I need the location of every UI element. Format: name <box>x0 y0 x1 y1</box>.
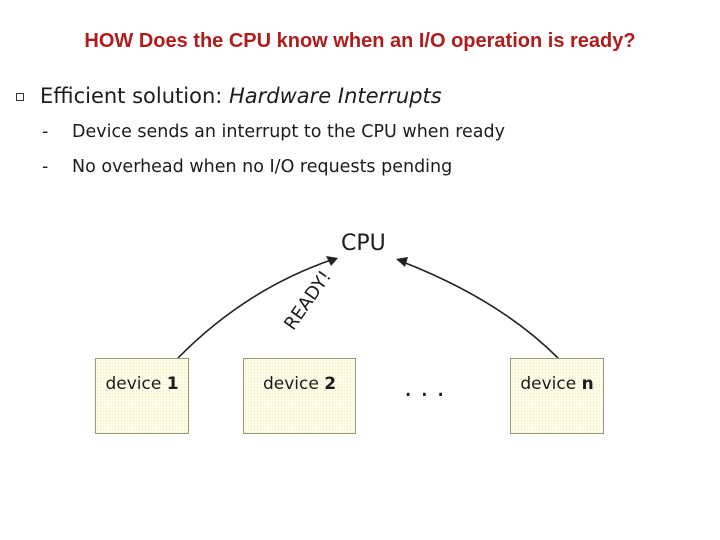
main-bullet: Efficient solution: Hardware Interrupts <box>40 84 442 108</box>
device-box-1: device 1 <box>95 358 189 434</box>
device-name: device <box>520 374 582 394</box>
device-name: device <box>262 374 325 394</box>
dash-marker: - <box>42 122 49 142</box>
device-id: n <box>581 374 594 394</box>
arrow-devicen-to-cpu <box>402 261 559 359</box>
sub-point: - Device sends an interrupt to the CPU wh… <box>42 122 505 142</box>
dash-marker: - <box>42 157 49 177</box>
device-box-n: device n <box>510 358 604 434</box>
arrowhead-devicen <box>396 257 408 267</box>
slide-title: HOW Does the CPU know when an I/O operat… <box>84 30 636 52</box>
arrowhead-device1 <box>326 256 338 266</box>
bullet-prefix: Efficient solution: <box>40 84 229 108</box>
square-bullet-icon <box>16 93 24 101</box>
device-name: device <box>105 374 167 394</box>
cpu-label: CPU <box>341 231 386 256</box>
device-box-2: device 2 <box>243 358 356 434</box>
device-id: 1 <box>166 374 179 394</box>
bullet-emphasis: Hardware Interrupts <box>229 84 442 108</box>
device-id: 2 <box>324 374 337 394</box>
ellipsis: ... <box>404 373 453 403</box>
sub-point-text: Device sends an interrupt to the CPU whe… <box>72 122 505 142</box>
sub-point: - No overhead when no I/O requests pendin… <box>42 157 452 177</box>
sub-point-text: No overhead when no I/O requests pending <box>72 157 453 177</box>
arrow-device1-to-cpu <box>177 259 332 359</box>
